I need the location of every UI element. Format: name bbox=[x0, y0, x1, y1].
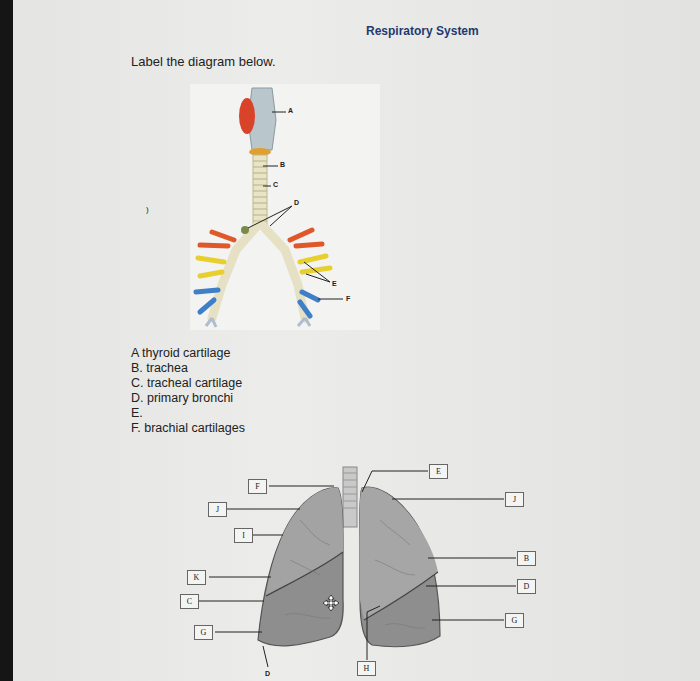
callout-letter: D bbox=[265, 670, 270, 678]
label-box: J bbox=[505, 492, 524, 507]
label-box: E bbox=[429, 464, 448, 479]
box-letter: B bbox=[524, 554, 529, 563]
box-letter: F bbox=[255, 482, 259, 491]
box-letter: E bbox=[436, 467, 441, 476]
box-letter: I bbox=[242, 531, 245, 540]
callout-letter: F bbox=[346, 295, 350, 303]
instruction: Label the diagram below. bbox=[131, 55, 276, 70]
box-letter: D bbox=[524, 582, 530, 591]
answer-line: D. primary bronchi bbox=[131, 391, 233, 405]
label-box: J bbox=[208, 502, 227, 517]
label-box: C bbox=[180, 594, 199, 609]
lungs-figure bbox=[199, 467, 516, 667]
box-letter: J bbox=[513, 495, 516, 504]
answer-line: C. tracheal cartilage bbox=[131, 376, 242, 390]
page-title: Respiratory System bbox=[366, 25, 479, 39]
label-box: G bbox=[194, 625, 213, 640]
callout-letter: E bbox=[332, 280, 337, 288]
callout-letter: B bbox=[280, 161, 285, 169]
callout-letter: D bbox=[294, 199, 299, 207]
box-letter: J bbox=[216, 505, 219, 514]
label-box: G bbox=[505, 613, 524, 628]
label-box: K bbox=[187, 570, 206, 585]
label-box: D bbox=[517, 579, 536, 594]
box-letter: K bbox=[194, 573, 200, 582]
stray-mark: ) bbox=[146, 205, 149, 214]
box-letter: C bbox=[187, 597, 192, 606]
photo-edge bbox=[0, 0, 13, 681]
answer-line: B. trachea bbox=[131, 361, 188, 375]
box-letter: G bbox=[512, 616, 518, 625]
cursor-icon bbox=[323, 595, 339, 611]
callout-letter: A bbox=[288, 107, 293, 115]
box-letter: H bbox=[364, 664, 370, 673]
callout-letter: C bbox=[273, 181, 278, 189]
label-box: H bbox=[357, 661, 376, 676]
answer-line: A thyroid cartilage bbox=[131, 346, 230, 360]
box-letter: G bbox=[201, 628, 207, 637]
answer-line: F. brachial cartilages bbox=[131, 421, 245, 435]
label-box: F bbox=[248, 479, 267, 494]
airway-figure bbox=[190, 84, 380, 330]
answer-line: E. bbox=[131, 406, 143, 420]
label-box: B bbox=[517, 551, 536, 566]
label-box: I bbox=[234, 528, 253, 543]
